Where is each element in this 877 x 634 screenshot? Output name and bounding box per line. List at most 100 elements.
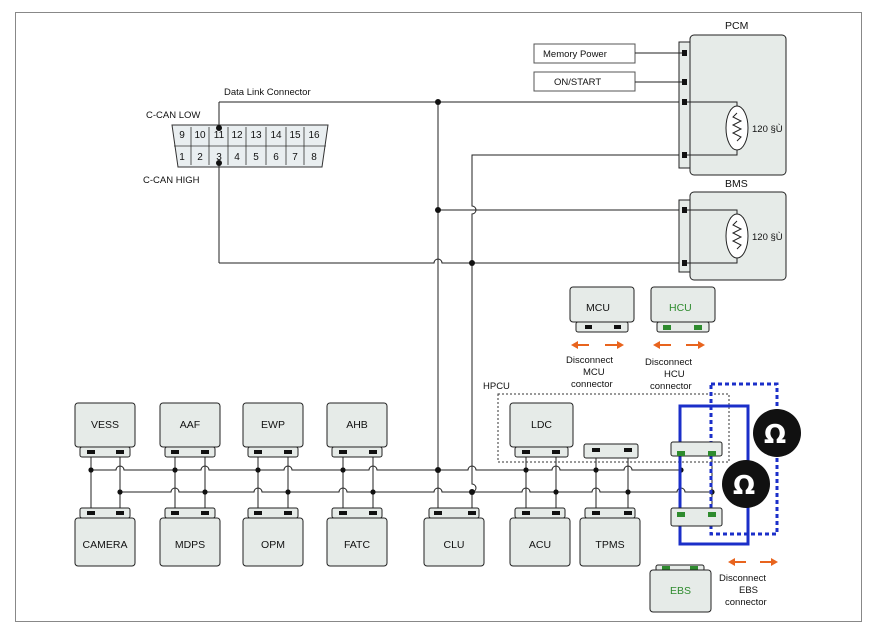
dlc-pin-top: 15: [289, 130, 301, 141]
aaf-module: AAF: [159, 402, 221, 458]
pcm-box: [689, 34, 787, 176]
mcu-label: MCU: [586, 302, 610, 314]
vess-label: VESS: [91, 419, 119, 431]
clu-label: CLU: [443, 539, 464, 551]
dlc-pin-top: 10: [194, 130, 206, 141]
dlc-pin-top: 11: [214, 130, 225, 141]
acu-connector: [514, 507, 566, 519]
fatc-label: FATC: [344, 539, 370, 551]
hcu-note-line2: HCU: [664, 369, 685, 380]
dlc-pin-bottom: 1: [179, 152, 185, 163]
hpcu-label: HPCU: [483, 381, 510, 392]
ohmmeter-icon-lower: Ω: [722, 460, 770, 508]
fatc-module: FATC: [326, 507, 388, 567]
dlc-pin-bottom: 5: [253, 152, 259, 163]
ebs-note-line3: connector: [725, 597, 767, 608]
bms-connector: [678, 199, 691, 273]
camera-module: CAMERA: [74, 507, 136, 567]
aaf-connector: [164, 446, 216, 458]
clu-connector: [428, 507, 480, 519]
pcm-resistor-circle: [725, 105, 749, 151]
ldc-connector: [514, 446, 569, 458]
bus-line-low: [91, 465, 682, 471]
opm-label: OPM: [261, 539, 285, 551]
ebs-box: [649, 569, 712, 613]
acu-label: ACU: [529, 539, 551, 551]
ewp-connector: [247, 446, 299, 458]
memory-power-label: Memory Power: [543, 49, 607, 60]
tpms-connector: [584, 507, 636, 519]
bms-module: BMS 120 §Ù: [678, 178, 787, 281]
ahb-module: AHB: [326, 402, 388, 458]
ohmmeter-icon-upper: Ω: [753, 409, 801, 457]
dlc-pin-bottom: 2: [197, 152, 203, 163]
mcu-connector: [575, 321, 629, 333]
can-high-trunk: [471, 154, 684, 515]
pcm-label: PCM: [725, 20, 748, 32]
pcm-resistor-value: 120 §Ù: [752, 124, 783, 135]
disconnect-arrows: [571, 341, 778, 566]
ohm-symbol-upper: Ω: [764, 420, 786, 450]
on-start-label: ON/START: [554, 77, 601, 88]
ldc-module: LDC: [509, 402, 574, 458]
pcm-resistor-icon: [731, 112, 743, 142]
ohm-symbol-lower: Ω: [733, 471, 755, 501]
bms-label: BMS: [725, 178, 748, 190]
dlc-title: Data Link Connector: [224, 87, 311, 98]
ebs-module: EBS Disconnect EBS connector: [649, 441, 767, 613]
clu-module: CLU: [423, 507, 485, 567]
mcu-note-line2: MCU: [583, 367, 605, 378]
hcu-label: HCU: [669, 302, 692, 314]
dlc-pin-top: 12: [231, 130, 243, 141]
opm-module: OPM: [242, 507, 304, 567]
acu-module: ACU: [509, 507, 571, 567]
hcu-module: HCU Disconnect HCU connector: [645, 286, 716, 392]
ahb-label: AHB: [346, 419, 368, 431]
bms-resistor-icon: [731, 220, 743, 250]
ldc-label: LDC: [531, 419, 552, 431]
can-wiring: [90, 101, 713, 515]
aaf-label: AAF: [180, 419, 200, 431]
tpms-module: TPMS: [579, 507, 641, 567]
vess-connector: [79, 446, 131, 458]
dlc-pin-bottom: 8: [311, 152, 317, 163]
dlc-pin-bottom: 3: [216, 152, 222, 163]
dlc-pin-top: 16: [308, 130, 320, 141]
mcu-note-line3: connector: [571, 379, 613, 390]
ahb-connector: [331, 446, 383, 458]
bms-resistor-value: 120 §Ù: [752, 232, 783, 243]
dlc-pin-top: 14: [270, 130, 282, 141]
ebs-note-line2: EBS: [739, 585, 758, 596]
mdps-label: MDPS: [175, 539, 205, 551]
ebs-note-line1: Disconnect: [719, 573, 766, 584]
dlc-pin-bottom: 6: [273, 152, 279, 163]
pcm-module: PCM Memory Power ON/START 120 §Ù: [533, 20, 787, 176]
vess-module: VESS: [74, 402, 136, 458]
camera-connector: [79, 507, 131, 519]
dlc-pin-bottom: 7: [292, 152, 298, 163]
dlc-pin-top: 13: [250, 130, 262, 141]
camera-label: CAMERA: [83, 539, 128, 551]
hpcu-outline: [497, 393, 730, 463]
bms-resistor-circle: [725, 213, 749, 259]
mdps-module: MDPS: [159, 507, 221, 567]
ewp-module: EWP: [242, 402, 304, 458]
ewp-label: EWP: [261, 419, 285, 431]
can-high-bms-wire: [219, 258, 684, 264]
dlc-pin-bottom: 4: [234, 152, 240, 163]
bus-line-high: [120, 487, 712, 493]
hcu-note-line1: Disconnect: [645, 357, 692, 368]
hcu-note-line3: connector: [650, 381, 692, 392]
data-link-connector: Data Link Connector C-CAN LOW C-CAN HIGH…: [143, 87, 329, 186]
mdps-connector: [164, 507, 216, 519]
c-can-low-label: C-CAN LOW: [146, 110, 200, 121]
tpms-label: TPMS: [595, 539, 624, 551]
c-can-high-label: C-CAN HIGH: [143, 175, 200, 186]
mcu-note-line1: Disconnect: [566, 355, 613, 366]
opm-connector: [247, 507, 299, 519]
spare-connector: [583, 443, 639, 459]
probe-loop-dotted: [709, 382, 779, 536]
fatc-connector: [331, 507, 383, 519]
dlc-pin-top: 9: [179, 130, 185, 141]
